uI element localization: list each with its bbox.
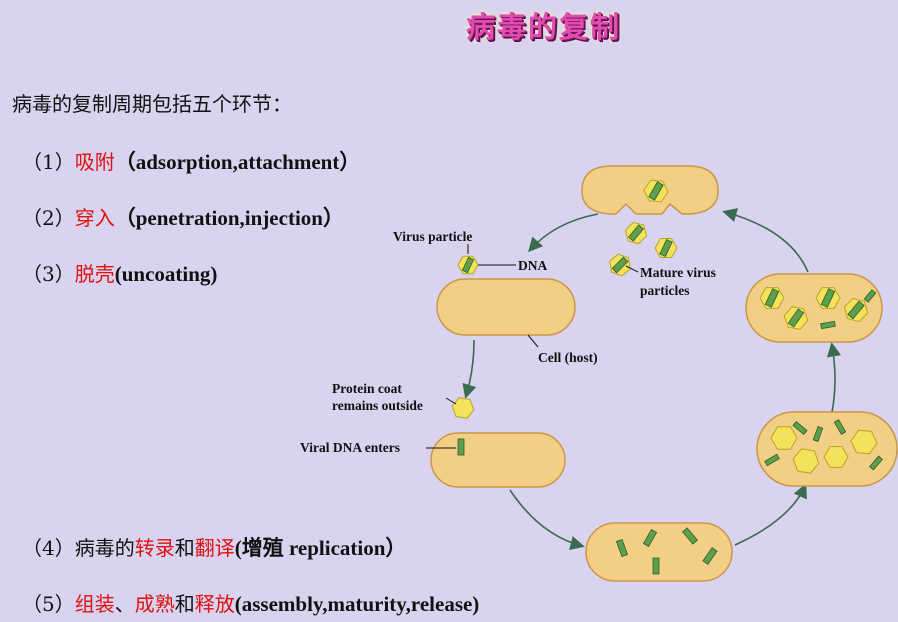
step-5-number: （5） <box>22 592 75 616</box>
arrow-assemble-to-mature <box>826 342 842 413</box>
capsid-hexagon <box>823 446 849 468</box>
new-capsid-4 <box>850 429 878 455</box>
capsid-dna <box>764 288 780 308</box>
capsid-hexagon <box>770 426 798 450</box>
label-mature-virus-1: Mature virus <box>640 265 716 280</box>
step-3-number: （3） <box>22 262 75 286</box>
replicated-dna-4 <box>652 557 660 575</box>
step-5-separator: 、 <box>114 592 135 616</box>
released-virus-4 <box>609 253 631 277</box>
mature-virus-3 <box>815 287 841 309</box>
label-leaders <box>426 244 639 449</box>
assembly-dna-3 <box>764 453 780 467</box>
step-5-connector: 和 <box>174 592 195 616</box>
replicated-dna-1 <box>642 529 658 547</box>
arrow-uncoat-to-replicate <box>509 489 585 551</box>
step-3-chinese: 脱壳 <box>74 262 115 286</box>
step-4-translation: 翻译 <box>194 536 235 560</box>
new-capsid-3 <box>823 446 849 468</box>
released-virus-3 <box>654 238 678 258</box>
arrow-attach-to-uncoat <box>462 339 477 399</box>
injected-dna <box>457 438 465 456</box>
new-capsid-1 <box>770 426 798 450</box>
step-5-maturity: 成熟 <box>134 592 175 616</box>
replicated-dna-0 <box>615 538 629 558</box>
step-2-number: （2） <box>22 206 75 230</box>
leader-cell-host <box>527 334 539 348</box>
step-3-english: (uncoating) <box>114 262 218 286</box>
capsid-dna <box>659 238 673 258</box>
intro-text: 病毒的复制周期包括五个环节： <box>12 92 292 116</box>
capsid-dna <box>461 256 475 274</box>
mature-virus-1 <box>759 287 785 309</box>
released-virus-1 <box>643 179 669 203</box>
free-dna-strands <box>457 289 883 575</box>
virus-particles <box>451 179 878 474</box>
step-4-transcription: 转录 <box>134 536 175 560</box>
assembly-dna-4 <box>869 455 883 471</box>
step-1-english: （adsorption,attachment） <box>114 150 361 174</box>
step-5-assembly: 组装 <box>74 592 115 616</box>
label-dna: DNA <box>518 258 547 273</box>
step-2: （2）穿入（penetration,injection） <box>22 202 344 232</box>
capsid-dna <box>787 308 805 328</box>
step-5-english: (assembly,maturity,release) <box>234 592 480 616</box>
assembly-dna-2 <box>833 419 847 435</box>
leader-mature-virus <box>625 265 639 273</box>
step-1-number: （1） <box>22 150 75 174</box>
capsid-dna <box>847 300 865 320</box>
capsid-hexagon <box>792 448 820 474</box>
arrow-release-to-attach <box>528 213 599 253</box>
host-cell <box>436 278 576 336</box>
label-cell-host: Cell (host) <box>538 350 598 365</box>
capsid-dna <box>820 288 836 308</box>
label-protein-coat-1: Protein coat <box>332 381 402 396</box>
step-4-english: (增殖 replication） <box>234 536 407 560</box>
step-2-english: （penetration,injection） <box>114 206 344 230</box>
step-4: （4）病毒的转录和翻译(增殖 replication） <box>22 532 406 562</box>
step-5: （5）组装、成熟和释放(assembly,maturity,release) <box>22 588 479 617</box>
step-5-release: 释放 <box>194 592 235 616</box>
arrow-replicate-to-assemble <box>734 483 807 546</box>
capsid-hexagon <box>850 429 878 455</box>
released-virus-2 <box>624 221 648 245</box>
mature-dna-2 <box>863 289 877 303</box>
empty-protein-coat <box>451 397 475 419</box>
attaching-virus <box>457 255 479 275</box>
new-capsid-2 <box>792 448 820 474</box>
step-4-prefix: 病毒的 <box>74 536 135 560</box>
step-2-chinese: 穿入 <box>74 206 115 230</box>
infected-cell <box>430 432 566 488</box>
assembly-dna-1 <box>812 426 824 442</box>
mature-dna-1 <box>820 320 836 330</box>
step-4-number: （4） <box>22 536 75 560</box>
capsid-dna <box>627 224 645 242</box>
label-mature-virus-2: particles <box>640 283 690 298</box>
cycle-arrows <box>462 208 842 551</box>
arrow-mature-to-release <box>722 208 809 273</box>
label-virus-particle: Virus particle <box>393 229 472 244</box>
assembly-dna-0 <box>792 421 808 435</box>
mature-virus-2 <box>783 306 809 330</box>
page-title: 病毒的复制 <box>466 10 622 44</box>
capsid-hexagon <box>451 397 475 419</box>
replicated-dna-3 <box>702 547 718 565</box>
label-viral-dna-enters: Viral DNA enters <box>300 440 400 455</box>
capsid-dna <box>611 256 629 274</box>
mature-virus-4 <box>843 297 869 323</box>
step-4-connector: 和 <box>174 536 195 560</box>
leader-protein-coat <box>445 397 457 405</box>
step-3: （3）脱壳(uncoating) <box>22 258 217 287</box>
replicated-dna-2 <box>681 527 699 545</box>
step-1-chinese: 吸附 <box>74 150 115 174</box>
label-protein-coat-2: remains outside <box>332 398 423 413</box>
step-1: （1）吸附（adsorption,attachment） <box>22 146 360 176</box>
capsid-dna <box>648 181 664 201</box>
